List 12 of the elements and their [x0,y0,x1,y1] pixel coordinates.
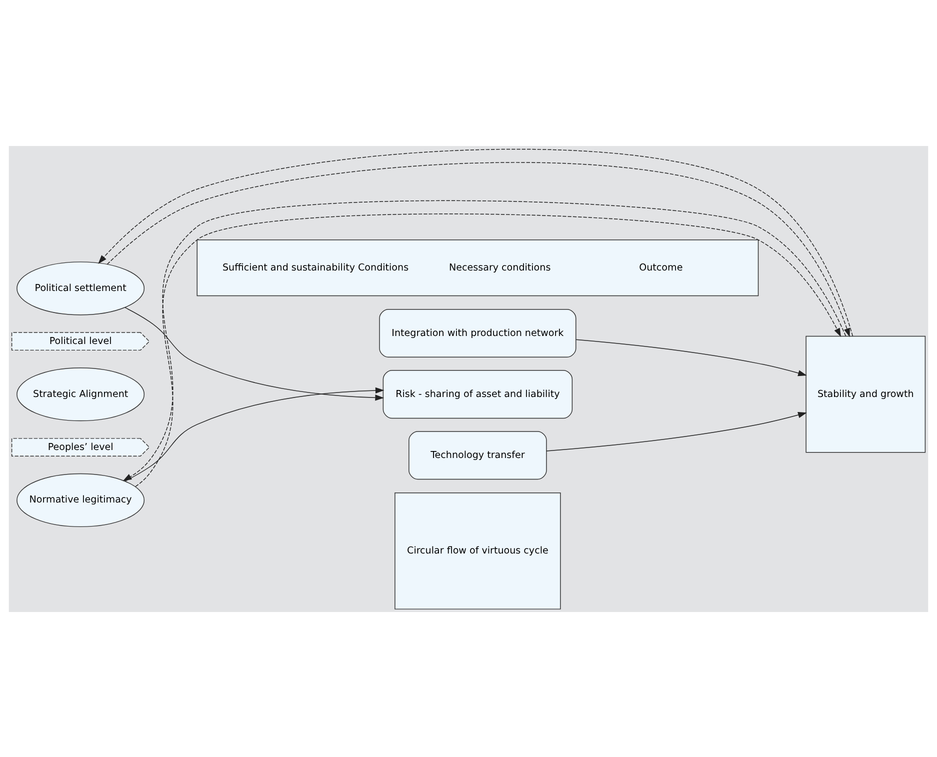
arrow [576,338,807,376]
node-box: Circular flow of virtuous cycle [394,492,561,609]
node-box: Technology transfer [408,430,547,480]
node-box: Risk - sharing of asset and liability [382,370,573,418]
node-box: Integration with production network [379,308,576,358]
arrow [546,411,807,451]
node-box: Sufficient and sustainability Conditions Necessary conditions Outcome [196,239,759,296]
arrow [124,306,384,400]
node-ellipse: Strategic Alignment [16,366,145,421]
arrow [124,386,384,481]
node-box: Stability and growth [806,335,926,452]
node-ellipse: Political settlement [16,261,145,315]
